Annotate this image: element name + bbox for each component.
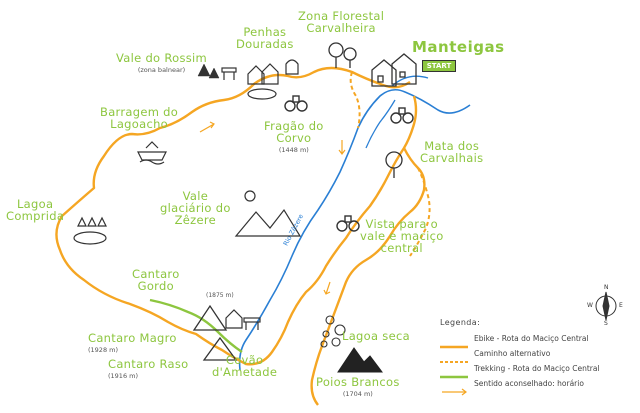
place-name: Cantaro Gordo [132, 267, 180, 293]
place-name: Vale do Rossim [116, 51, 208, 65]
place-subtitle: (zona balnear) [137, 66, 186, 74]
label-vale-glaciario: Vale glaciário do Zêzere [160, 189, 231, 227]
dam-icon [137, 141, 167, 165]
legend-label: Sentido aconselhado: horário [474, 379, 584, 388]
label-cantaro-magro: Cantaro Magro (1928 m) [88, 332, 177, 356]
label-mata-dos-carvalhais: Mata dos Carvalhais [420, 139, 484, 165]
label-lagoa-comprida: Lagoa Comprida [6, 197, 65, 223]
legend: Legenda: Ebike - Rota do Maciço Central … [440, 318, 636, 393]
cantaro-gordo-altitude: (1875 m) [206, 292, 234, 299]
alternative-route [349, 71, 361, 129]
legend-lines [440, 345, 468, 396]
river-tributary [365, 99, 396, 149]
compass-e: E [619, 302, 623, 309]
binoculars-icon [284, 95, 308, 112]
direction-arrow [338, 140, 346, 155]
place-name: Cantaro Magro [88, 331, 177, 345]
compass-n: N [604, 284, 609, 291]
place-altitude: (1928 m) [88, 346, 119, 354]
legend-row-direction: Sentido aconselhado: horário [440, 378, 636, 393]
legend-label: Caminho alternativo [474, 349, 551, 358]
sun-mountains-icon [234, 190, 302, 237]
picnic-icon [221, 67, 237, 80]
houses-icon [247, 63, 279, 85]
compass-w: W [587, 302, 593, 309]
mountains-icon [192, 304, 238, 361]
place-name: Poios Brancos [316, 375, 400, 389]
label-vale-do-rossim: Vale do Rossim (zona balnear) [116, 52, 207, 76]
label-covao-dametade: Covão d'Ametade [212, 353, 278, 379]
legend-label: Ebike - Rota do Maciço Central [474, 334, 589, 343]
legend-row-ebike: Ebike - Rota do Maciço Central [440, 333, 636, 348]
place-altitude: (1448 m) [278, 146, 309, 154]
legend-direction-arrowhead [461, 388, 467, 396]
direction-arrow [323, 281, 331, 295]
start-place-title: Manteigas [412, 38, 505, 56]
label-cantaro-gordo: Cantaro Gordo [132, 268, 180, 292]
label-poios-brancos: Poios Brancos (1704 m) [316, 376, 400, 400]
lake-trees-icon [73, 216, 107, 245]
label-cantaro-raso: Cantaro Raso (1916 m) [108, 358, 189, 382]
direction-arrow [199, 121, 215, 133]
binoculars-icon [336, 215, 360, 232]
legend-label: Trekking - Rota do Maciço Central [474, 364, 600, 373]
label-lagoa-seca: Lagoa seca [342, 329, 410, 343]
label-barragem: Barragem do Lagoacho [100, 105, 179, 131]
compass-s: S [604, 320, 608, 327]
tree-icon [385, 151, 403, 178]
alternative-route-2 [409, 167, 431, 257]
rocks-icon [320, 315, 346, 348]
start-badge: START [422, 60, 456, 72]
compass: N S E W [587, 284, 623, 327]
ebike-route [55, 66, 418, 366]
label-fragao-do-corvo: Fragão do Corvo (1448 m) [264, 120, 324, 156]
label-penhas-douradas: Penhas Douradas [236, 25, 294, 51]
house-icon [371, 53, 417, 87]
trekking-route [149, 298, 243, 353]
legend-title: Legenda: [440, 318, 481, 327]
place-altitude: (1916 m) [108, 372, 139, 380]
label-zona-florestal: Zona Florestal Carvalheira [298, 9, 385, 35]
pine-trees-icon [197, 63, 220, 79]
tree-icon [328, 42, 357, 68]
place-altitude: (1704 m) [342, 390, 373, 398]
label-vista: Vista para o vale e maciço central [360, 217, 444, 255]
peak-icon [337, 347, 383, 373]
direction-arrows [199, 121, 346, 295]
place-name: Cantaro Raso [108, 357, 189, 371]
place-name: Fragão do Corvo [264, 119, 324, 145]
legend-row-alternative: Caminho alternativo [440, 348, 636, 363]
lake-icon [247, 59, 299, 100]
binoculars-icon [390, 107, 414, 124]
compass-icon [595, 291, 617, 321]
picnic-houses-icon [225, 309, 261, 330]
legend-row-trekking: Trekking - Rota do Maciço Central [440, 363, 636, 378]
